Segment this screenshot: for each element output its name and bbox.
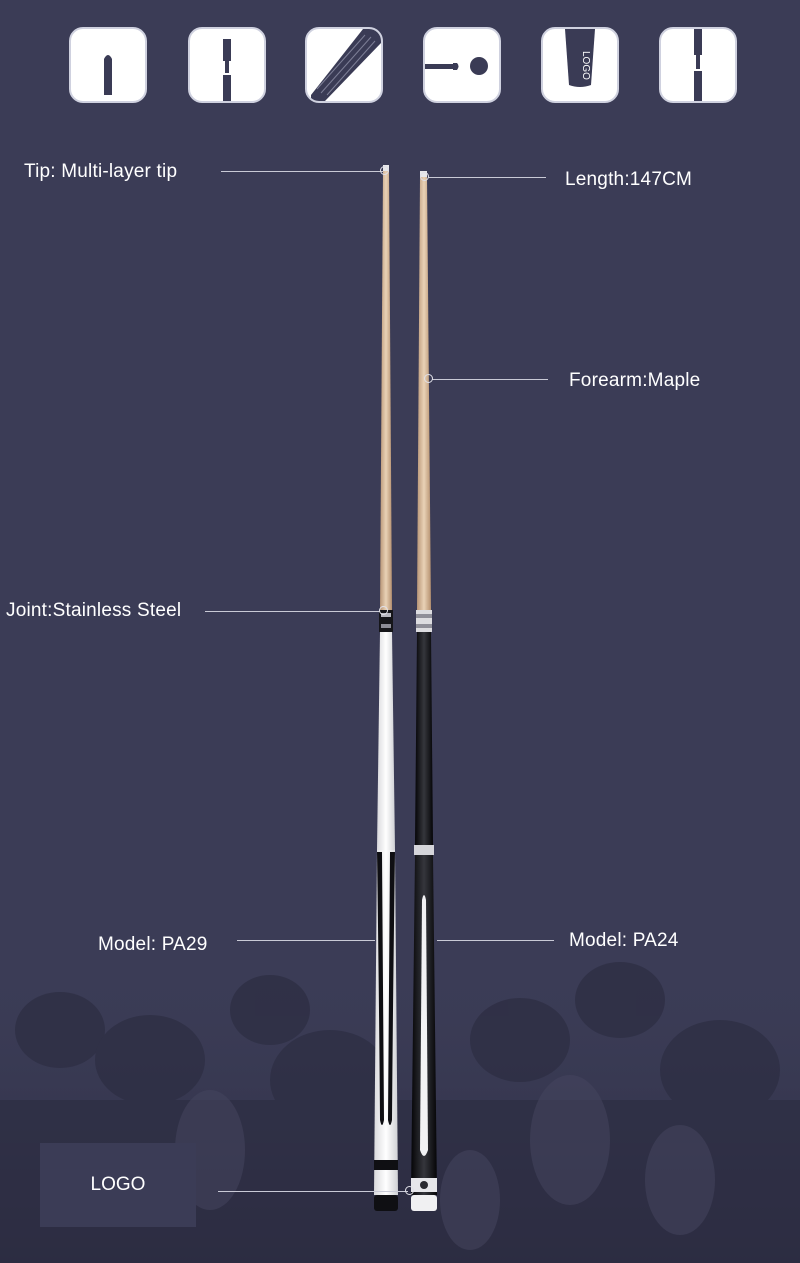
logo-leader-line [218, 1191, 408, 1192]
cue-pa29-bumper [374, 1195, 398, 1211]
logo-butt-icon: LOGO [541, 27, 619, 103]
logo-text: LOGO [90, 1174, 146, 1195]
tip-icon [69, 27, 147, 103]
cue-pa29-forearm [377, 632, 395, 850]
logo-marker [405, 1186, 414, 1195]
model-pa29-label: Model: PA29 [98, 934, 208, 955]
joint-icon [188, 27, 266, 103]
joint-leader-line [205, 611, 380, 612]
tip-label: Tip: Multi-layer tip [24, 161, 178, 182]
model-right-leader-line [437, 940, 554, 941]
wood-grain-icon [305, 27, 383, 103]
joint-marker [379, 606, 388, 615]
model-left-leader-line [237, 940, 375, 941]
cue-pa29-shaft [380, 171, 392, 610]
length-label: Length:147CM [565, 169, 693, 190]
tip-marker [380, 166, 389, 175]
cue-pa29 [374, 165, 398, 1211]
cue-pa24-forearm [415, 632, 433, 845]
forearm-marker [424, 374, 433, 383]
cue-pa24-shaft [417, 177, 431, 610]
cue-pa24-bumper [411, 1195, 437, 1211]
length-marker [420, 172, 429, 181]
forearm-leader-line [432, 379, 548, 380]
logo-box: LOGO [40, 1143, 196, 1227]
forearm-label: Forearm:Maple [569, 370, 701, 391]
joint-label: Joint:Stainless Steel [6, 600, 182, 621]
logo-butt-text: LOGO [580, 51, 591, 80]
cue-pa24 [411, 171, 437, 1211]
cue-pa24-joint [416, 610, 432, 632]
tip-leader-line [221, 171, 383, 172]
length-leader-line [428, 177, 546, 178]
cue-ball-icon [423, 27, 501, 103]
cue-pa29-butt [374, 850, 398, 1195]
model-pa24-label: Model: PA24 [569, 930, 679, 951]
cue-pa24-ring [414, 845, 434, 855]
shaft-joint-icon [659, 27, 737, 103]
